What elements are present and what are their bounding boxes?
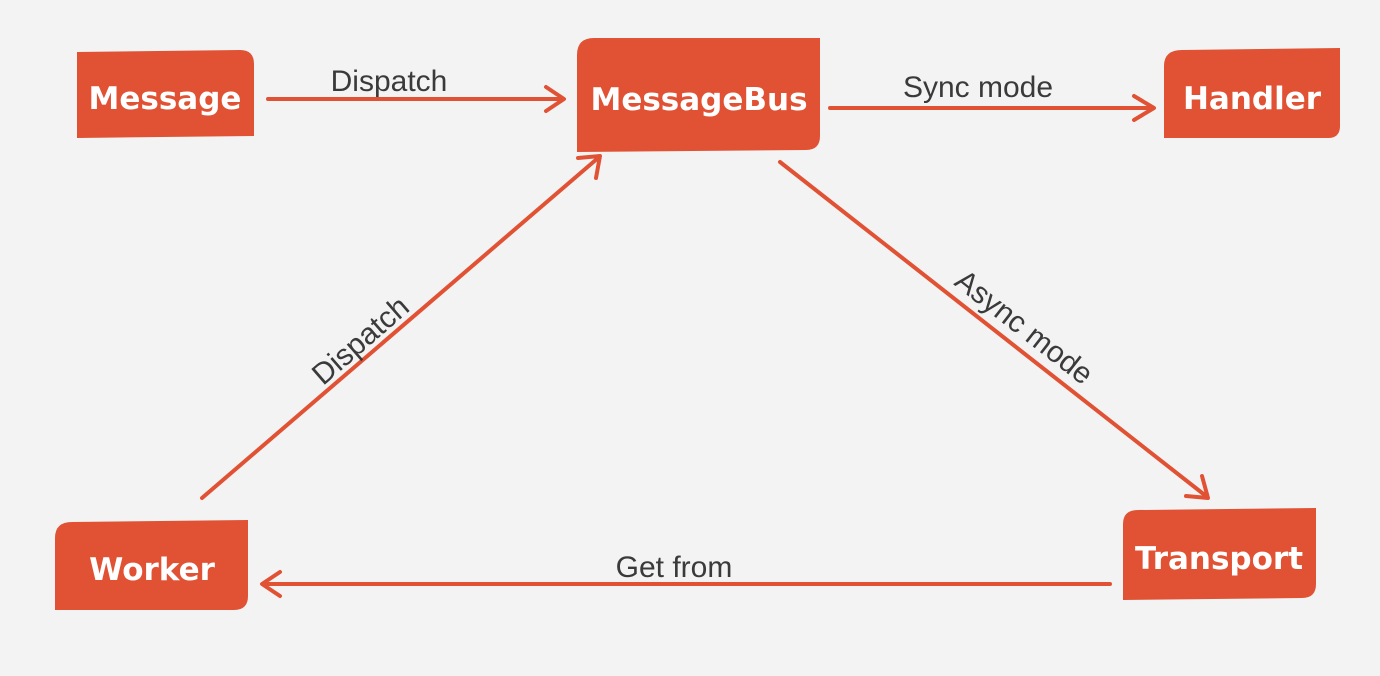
edge-label-get-from: Get from: [616, 551, 733, 584]
node-message: Message: [77, 50, 254, 138]
edge-label-async-mode: Async mode: [949, 264, 1099, 392]
node-label: MessageBus: [590, 82, 807, 118]
edge-messagebus-to-transport: [778, 160, 1210, 500]
node-box: [1164, 48, 1340, 138]
arrowhead: [544, 85, 566, 113]
edge-message-to-messagebus: [266, 85, 566, 113]
arrowhead: [260, 570, 282, 598]
edge-label-sync-mode: Sync mode: [903, 71, 1053, 104]
node-messagebus: MessageBus: [577, 38, 820, 152]
node-label: Handler: [1183, 81, 1322, 117]
arrowhead: [1184, 474, 1210, 500]
node-box: [577, 38, 820, 152]
edge-messagebus-to-handler: [828, 94, 1156, 122]
edge-transport-to-worker: [260, 570, 1112, 598]
node-box: [1123, 508, 1316, 600]
edge-label-message-dispatch: Dispatch: [331, 65, 448, 98]
edge-line: [778, 160, 1208, 498]
node-worker: Worker: [55, 520, 248, 610]
edge-worker-to-messagebus: [200, 154, 602, 500]
arrowhead: [576, 154, 602, 180]
node-handler: Handler: [1164, 48, 1340, 138]
arrowhead: [1132, 94, 1156, 122]
node-label: Worker: [89, 552, 215, 588]
node-box: [77, 50, 254, 138]
edge-line: [200, 156, 600, 500]
edge-label-worker-dispatch: Dispatch: [306, 290, 416, 391]
node-box: [55, 520, 248, 610]
node-transport: Transport: [1123, 508, 1316, 600]
node-label: Message: [89, 81, 242, 117]
node-label: Transport: [1135, 541, 1303, 577]
